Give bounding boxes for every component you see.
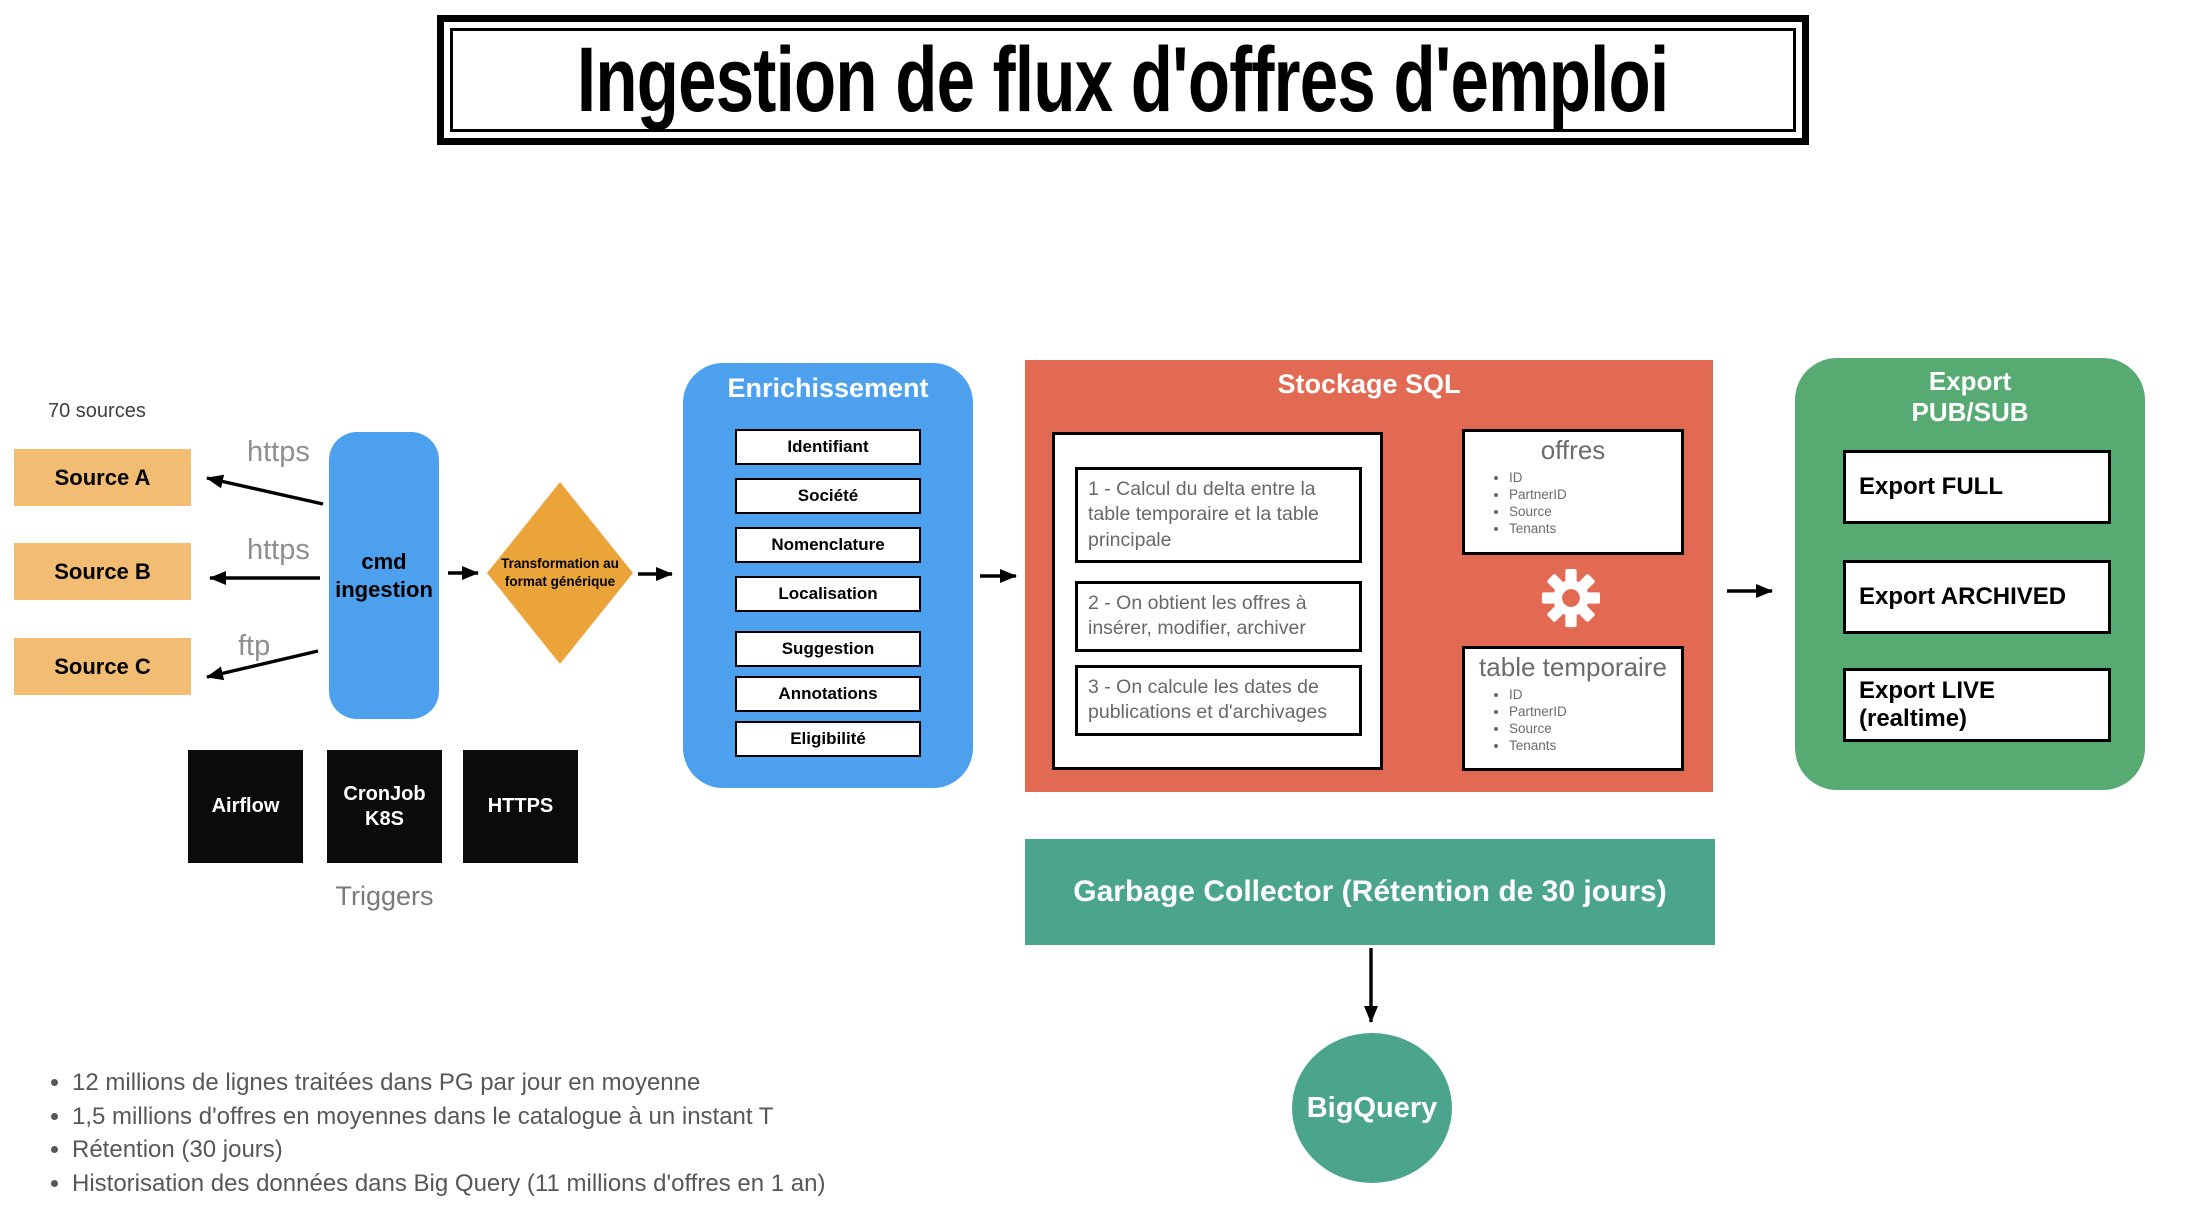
enrichment-item-nomenclature: Nomenclature [735,527,921,563]
offres-table-columns: ID PartnerID Source Tenants [1465,469,1681,537]
trigger-box-airflow: Airflow [188,750,303,863]
gear-icon [1541,568,1601,628]
note-item: 1,5 millions d'offres en moyennes dans l… [72,1100,1032,1134]
enrichment-item-suggestion: Suggestion [735,631,921,667]
table-column: Source [1509,503,1681,520]
bigquery-circle: BigQuery [1292,1033,1452,1183]
storage-panel: Stockage SQL 1 - Calcul du delta entre l… [1025,360,1713,792]
table-column: ID [1509,686,1681,703]
export-title-line2: PUB/SUB [1911,397,2029,428]
note-item: Rétention (30 jours) [72,1133,1032,1167]
enrichment-title: Enrichissement [727,373,929,403]
title-box: Ingestion de flux d'offres d'emploi [437,15,1809,145]
export-title: Export PUB/SUB [1795,366,2145,428]
page-title: Ingestion de flux d'offres d'emploi [577,28,1669,131]
table-column: PartnerID [1509,703,1681,720]
trigger-box-cronjob: CronJob K8S [327,750,442,863]
export-live-box: Export LIVE (realtime) [1843,668,2111,742]
source-box-b: Source B [14,543,191,600]
export-archived-box: Export ARCHIVED [1843,560,2111,634]
enrichment-item-identifiant: Identifiant [735,429,921,465]
table-column: PartnerID [1509,486,1681,503]
storage-steps-container: 1 - Calcul du delta entre la table tempo… [1052,432,1383,770]
export-full-box: Export FULL [1843,450,2111,524]
enrichment-item-localisation: Localisation [735,576,921,612]
cmd-ingestion-label: cmd ingestion [335,549,433,602]
export-panel: Export PUB/SUB Export FULL Export ARCHIV… [1795,358,2145,790]
table-column: Source [1509,720,1681,737]
offres-table-box: offres ID PartnerID Source Tenants [1462,429,1684,555]
enrichment-item-eligibilite: Eligibilité [735,721,921,757]
enrichment-item-annotations: Annotations [735,676,921,712]
flow-arrow-cmd-to-source-a [206,474,324,506]
storage-step-2: 2 - On obtient les offres à insérer, mod… [1075,581,1362,652]
trigger-box-https: HTTPS [463,750,578,863]
cmd-ingestion-box: cmd ingestion [329,432,439,719]
source-box-c: Source C [14,638,191,695]
temp-table-title: table temporaire [1479,652,1667,682]
garbage-collector-bar: Garbage Collector (Rétention de 30 jours… [1025,839,1715,945]
storage-step-1: 1 - Calcul du delta entre la table tempo… [1075,467,1362,564]
transformation-label: Transformation au format générique [501,556,619,589]
temp-table-box: table temporaire ID PartnerID Source Ten… [1462,646,1684,771]
offres-table-title: offres [1540,435,1606,465]
sources-count-label: 70 sources [48,400,146,422]
triggers-caption: Triggers [335,881,434,911]
export-title-line1: Export [1928,366,2012,396]
temp-table-columns: ID PartnerID Source Tenants [1465,686,1681,754]
transformation-diamond: Transformation au format générique [487,482,633,664]
table-column: Tenants [1509,737,1681,754]
table-column: Tenants [1509,520,1681,537]
notes-list: 12 millions de lignes traitées dans PG p… [28,1066,1032,1200]
note-item: 12 millions de lignes traitées dans PG p… [72,1066,1032,1100]
source-box-a: Source A [14,449,191,506]
protocol-label-a: https [247,436,310,468]
storage-title: Stockage SQL [1277,369,1461,399]
note-item: Historisation des données dans Big Query… [72,1167,1032,1201]
table-column: ID [1509,469,1681,486]
title-box-inner: Ingestion de flux d'offres d'emploi [450,28,1796,132]
enrichment-panel: Enrichissement Identifiant Société Nomen… [683,363,973,788]
protocol-label-b: https [247,534,310,566]
storage-step-3: 3 - On calcule les dates de publications… [1075,665,1362,736]
enrichment-item-societe: Société [735,478,921,514]
protocol-label-c: ftp [238,630,271,662]
